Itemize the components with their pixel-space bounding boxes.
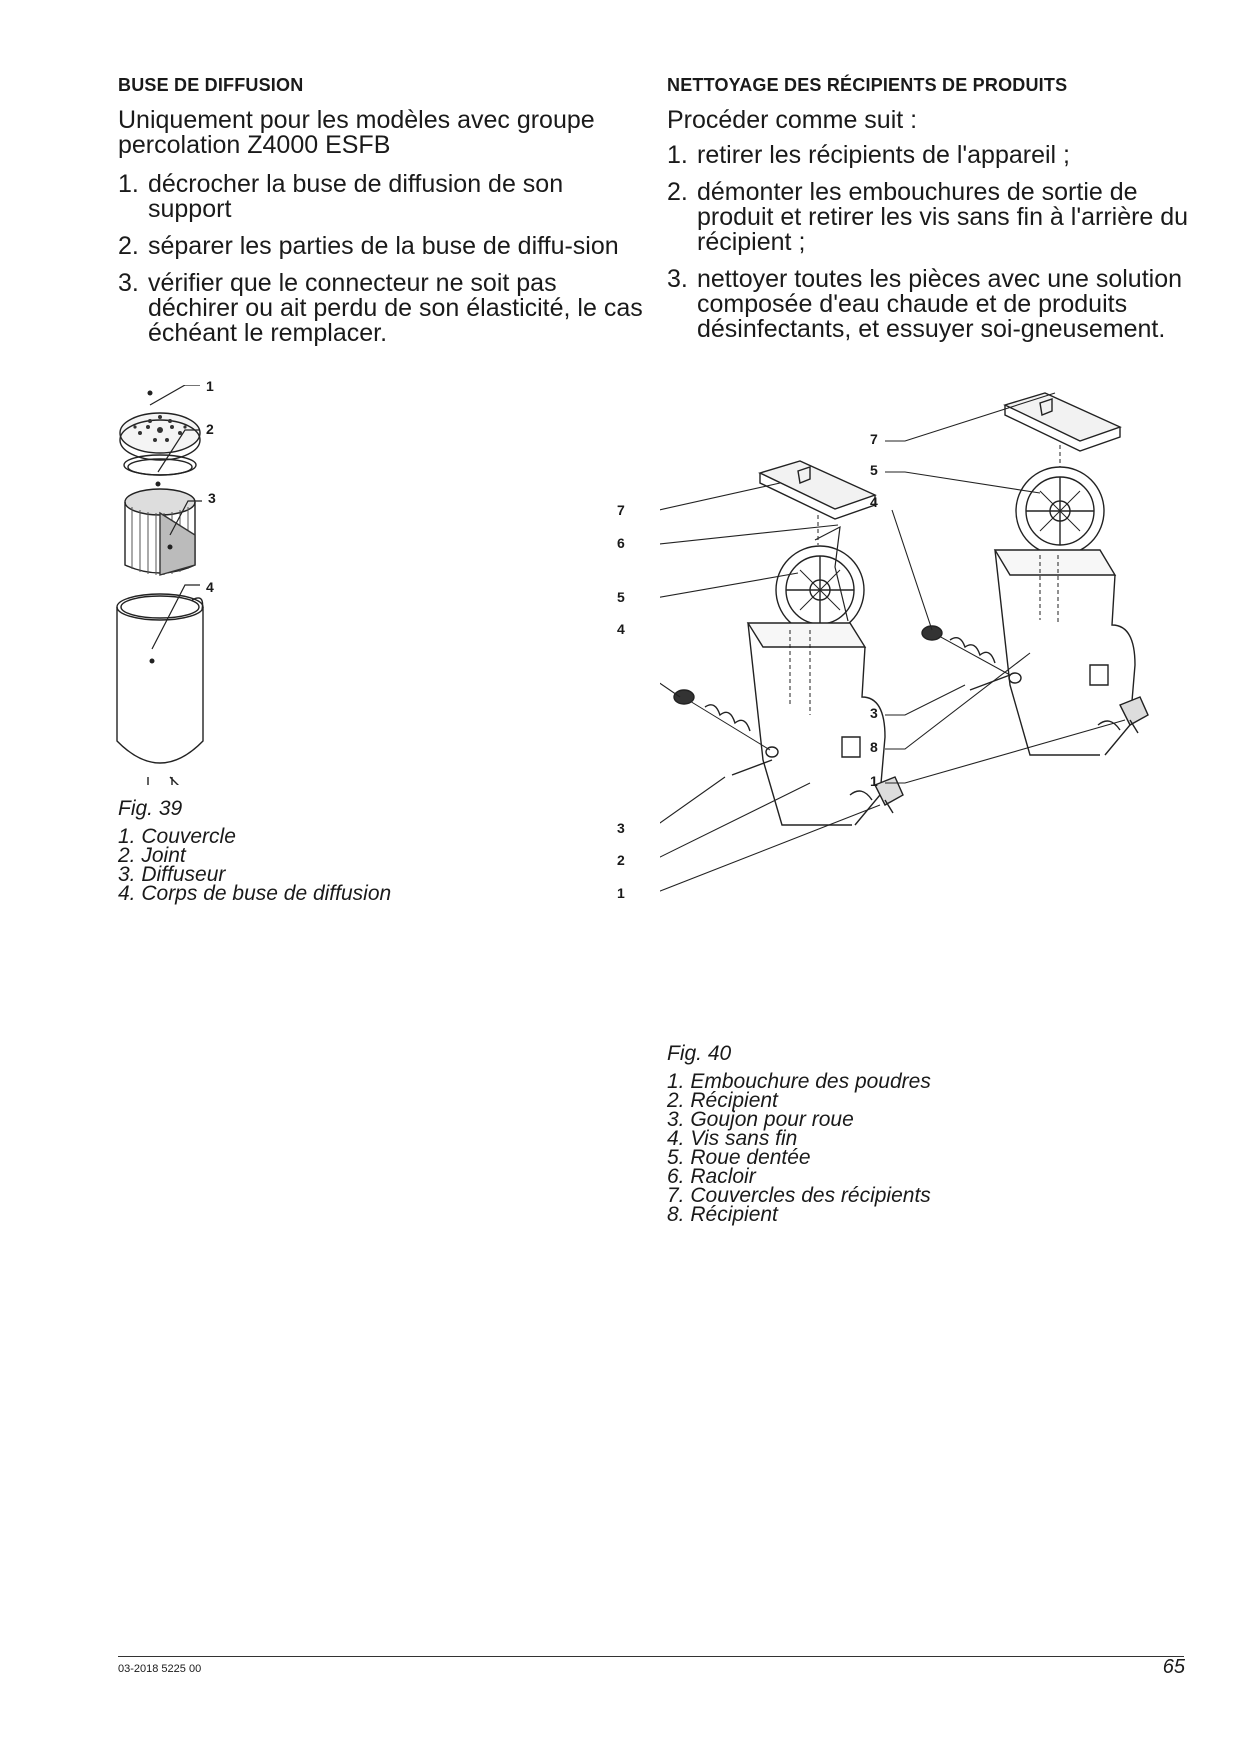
fig40-callout-right-4: 4 [870, 494, 878, 510]
fig40-callout-right-8: 8 [870, 739, 878, 755]
step-item: 3.vérifier que le connecteur ne soit pas… [118, 269, 643, 347]
section-heading-buse: BUSE DE DIFFUSION [118, 75, 304, 95]
fig39-callout-lines [149, 385, 202, 650]
legend-item: 3. Goujon pour roue [667, 1108, 854, 1131]
step-item: 3.nettoyer toutes les pièces avec une so… [667, 265, 1183, 343]
fig39-callout-1: 1 [206, 378, 214, 394]
fig40-callout-left-7: 7 [617, 502, 625, 518]
footer-divider [118, 1656, 1184, 1657]
legend-item: 2. Récipient [667, 1089, 778, 1112]
fig40-callout-left-3: 3 [617, 820, 625, 836]
fig39-callout-4: 4 [206, 579, 214, 595]
steps-list-nettoyage: 1.retirer les récipients de l'appareil ;… [667, 143, 1197, 354]
fig40-callout-left-6: 6 [617, 535, 625, 551]
section-heading-nettoyage: NETTOYAGE DES RÉCIPIENTS DE PRODUITS [667, 75, 1068, 95]
fig39-legend: 1. Couvercle 2. Joint 3. Diffuseur 4. Co… [118, 825, 392, 905]
figure-39-diffusion-nozzle: 1 2 3 4 [110, 378, 260, 785]
intro-text-buse: Uniquement pour les modèles avec groupe … [118, 106, 595, 159]
fig40-callout-right-1: 1 [870, 773, 878, 789]
fig39-title: Fig. 39 [118, 797, 183, 820]
legend-item: 4. Corps de buse de diffusion [118, 882, 392, 905]
fig40-callout-left-1: 1 [617, 885, 625, 901]
fig40-callout-right-7: 7 [870, 431, 878, 447]
fig39-callout-3: 3 [208, 490, 216, 506]
legend-item: 1. Couvercle [118, 825, 236, 848]
legend-item: 8. Récipient [667, 1203, 778, 1226]
legend-item: 1. Embouchure des poudres [667, 1070, 931, 1093]
fig39-callout-2: 2 [206, 421, 214, 437]
step-item: 1.décrocher la buse de diffusion de son … [118, 170, 564, 223]
legend-item: 6. Racloir [667, 1165, 756, 1188]
legend-item: 4. Vis sans fin [667, 1127, 798, 1150]
step-item: 2.séparer les parties de la buse de diff… [118, 232, 619, 260]
legend-item: 3. Diffuseur [118, 863, 226, 886]
fig40-callout-right-3: 3 [870, 705, 878, 721]
intro-text-nettoyage: Procéder comme suit : [667, 106, 918, 134]
fig40-legend: 1. Embouchure des poudres 2. Récipient 3… [667, 1070, 931, 1226]
fig40-callout-right-5: 5 [870, 462, 878, 478]
fig40-callout-left-5: 5 [617, 589, 625, 605]
page-number: 65 [1162, 1656, 1185, 1678]
footer-document-code: 03-2018 5225 00 [118, 1663, 202, 1675]
product-containers-drawing [660, 392, 1149, 892]
fig40-title: Fig. 40 [667, 1042, 732, 1065]
legend-item: 5. Roue dentée [667, 1146, 811, 1169]
step-item: 2.démonter les embouchures de sortie de … [667, 178, 1189, 256]
diffusion-nozzle-drawing [116, 390, 204, 785]
steps-list-buse: 1.décrocher la buse de diffusion de son … [118, 172, 648, 358]
figure-40-product-containers: 7 6 5 4 3 2 1 7 5 4 3 8 1 [617, 385, 1180, 1025]
fig40-callout-left-2: 2 [617, 852, 625, 868]
fig40-callout-left-4: 4 [617, 621, 625, 637]
legend-item: 7. Couvercles des récipients [667, 1184, 931, 1207]
legend-item: 2. Joint [118, 844, 186, 867]
step-item: 1.retirer les récipients de l'appareil ; [667, 141, 1070, 169]
